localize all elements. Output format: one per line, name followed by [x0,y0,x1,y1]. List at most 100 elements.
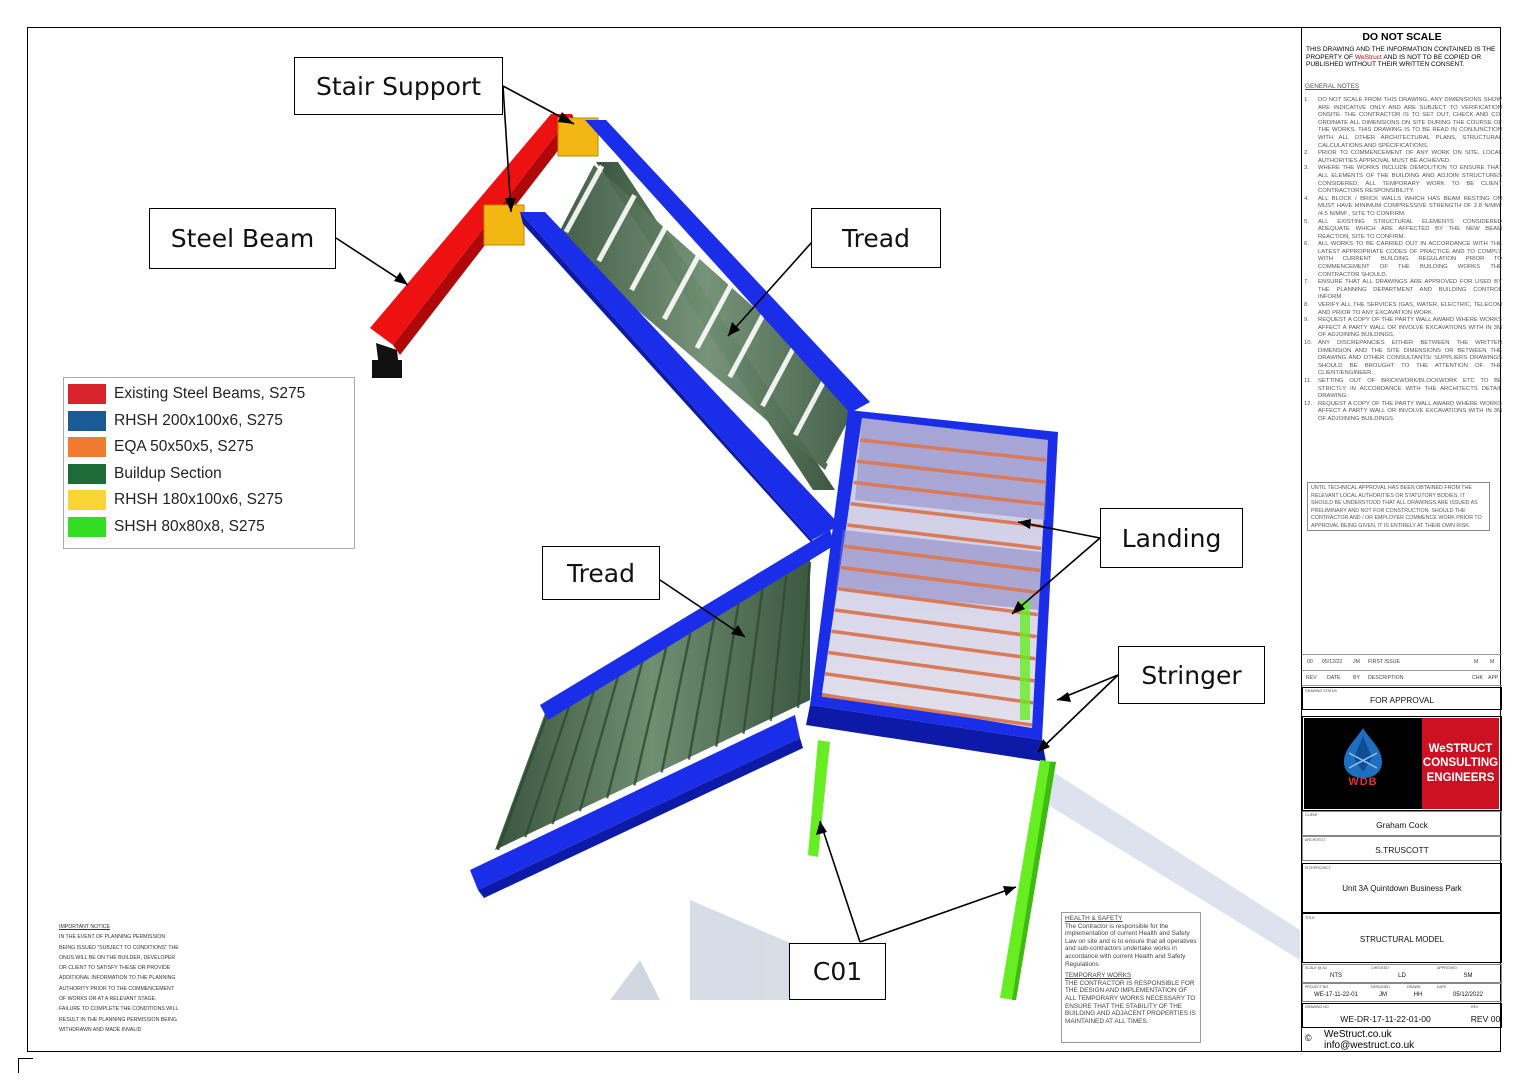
legend-item: RHSH 180x100x6, S275 [68,487,354,514]
landing-joist [859,438,1047,462]
landing [806,410,1058,762]
lower-tread-edge [769,575,788,722]
callout-landing: Landing [1100,508,1243,568]
general-note: 6.All works to be carried out in accorda… [1304,241,1502,278]
structural-model-render [335,85,1300,1000]
lower-tread-edge [551,684,597,825]
legend-swatch [68,463,106,484]
tread-gap [662,252,702,321]
project-no: WE-17-11-22-01 [1314,992,1358,998]
lower-tread-edge [633,643,669,786]
general-note: 9.Request a copy of the party wall award… [1304,317,1502,339]
designed: JM [1379,992,1387,998]
sheet-corner-mark [18,1058,33,1073]
drawing-title: STRUCTURAL MODEL [1359,935,1445,944]
landing-joist [850,502,1043,528]
general-note: 10.Any discrepancies either between the … [1304,340,1502,377]
legend-label: Buildup Section [114,464,222,482]
callout-c01: C01 [789,943,886,1000]
legend-item: SHSH 80x80x8, S275 [68,514,354,541]
landing-joist [853,480,1044,506]
architect-box: ARCHITECT S.TRUSCOTT [1302,836,1502,861]
tread-gap [563,164,605,234]
logo-text: WDB [1348,776,1378,788]
legend-label: RHSH 180x100x6, S275 [114,491,283,509]
lower-tread-edge [496,711,550,851]
email-link[interactable]: info@westruct.co.uk [1324,1040,1415,1051]
general-note: 3.Where the works include demolition to … [1304,165,1502,195]
tread-gap [760,340,800,408]
general-note: 1.Do not scale from this drawing, any di… [1304,97,1502,149]
general-note: 2.Prior to commencement of any work on s… [1304,150,1502,164]
lower-tread-edge [687,616,716,760]
title-label: TITLE [1305,916,1315,920]
callout-stringer: Stringer [1118,646,1265,704]
project-no-label: PROJECT NO [1305,985,1329,989]
website-link[interactable]: WeStruct.co.uk [1324,1029,1392,1040]
general-note: 7.Ensure that all drawings are approved … [1304,279,1502,301]
temporary-works-heading: Temporary works [1065,972,1132,980]
lower-tread-edge [660,629,693,773]
drop-emblem-icon [1344,728,1382,778]
designed-label: DESIGNED [1371,985,1390,989]
drawing-number-box: DRAWING No WE-DR-17-11-22-01-00 REV REV … [1302,1003,1502,1028]
architect-label: ARCHITECT [1305,838,1326,842]
date-label: DATE [1437,985,1447,989]
landing-joist [834,608,1037,639]
rev-header-app: APP [1488,675,1499,681]
scale-label: SCALE @ A3 [1305,966,1327,970]
copyright-icon: © [1305,1033,1312,1043]
client: Graham Cock [1376,820,1428,830]
important-notice-heading: Important notice [59,924,111,930]
general-notes-list: 1.Do not scale from this drawing, any di… [1304,97,1502,424]
site-label: SITE/PROJECT [1305,866,1331,870]
property-brand: WeStruct [1354,53,1382,61]
legend-item: RHSH 200x100x6, S275 [68,408,354,435]
client-label: CLIENT [1305,813,1318,817]
upper-stringer-outer [520,212,840,550]
drawing-status-label: DRAWING STATUS [1305,689,1337,693]
legend-item: Existing Steel Beams, S275 [68,381,354,408]
rev-by: JM [1353,659,1360,665]
landing-joist [824,672,1034,705]
column-c01-right [1000,760,1056,1000]
lower-tread-edge [524,697,574,838]
health-safety-heading: Health & Safety [1065,915,1123,922]
landing-joist [821,693,1033,727]
legend-label: RHSH 200x100x6, S275 [114,411,283,429]
callout-tread-lower: Tread [542,546,660,600]
property-statement: THIS DRAWING AND THE INFORMATION CONTAIN… [1306,46,1498,69]
drawn: HH [1413,992,1423,998]
landing-joist [856,459,1046,484]
lower-tread-edge [714,602,740,747]
upper-stringer-inner [585,120,870,413]
drawing-number: WE-DR-17-11-22-01-00 [1340,1014,1431,1024]
rev-header-by: BY [1353,675,1360,681]
drawing-status-box: DRAWING STATUS FOR APPROVAL [1302,687,1502,710]
landing-joist [843,544,1041,573]
lower-tread-edge [796,561,812,709]
company-logo: WDB [1304,718,1422,809]
landing-joist [837,587,1039,617]
rev-date: 05/12/22 [1322,659,1343,665]
landing-joist [847,523,1042,551]
title-block: DO NOT SCALE THIS DRAWING AND THE INFORM… [1301,28,1502,1052]
rev-description: FIRST ISSUE [1368,659,1400,665]
lower-tread-edge [578,670,621,812]
health-safety-note: Health & Safety The Contractor is respon… [1061,912,1201,1043]
tread-gap [825,398,865,466]
site-project-box: SITE/PROJECT Unit 3A Quintdown Business … [1302,863,1502,913]
revision: REV 00 [1470,1014,1501,1024]
rev-number: 00 [1307,659,1313,665]
lower-flight [470,530,835,898]
checked: LD [1398,973,1406,979]
rev-header-chk: CHK [1472,675,1483,681]
property-pre: THIS DRAWING AND THE INFORMATION CONTAIN… [1306,46,1496,61]
drawing-no-label: DRAWING No [1305,1005,1329,1009]
rev-chk: M [1474,659,1479,665]
stair-support-lower [483,204,525,246]
general-note: 11.Setting out of brickwork/blockwork et… [1304,377,1502,400]
important-notice: Important notice In the event of plannin… [59,922,179,1035]
approved: SM [1463,973,1473,979]
drawn-label: DRAWN [1407,985,1421,989]
